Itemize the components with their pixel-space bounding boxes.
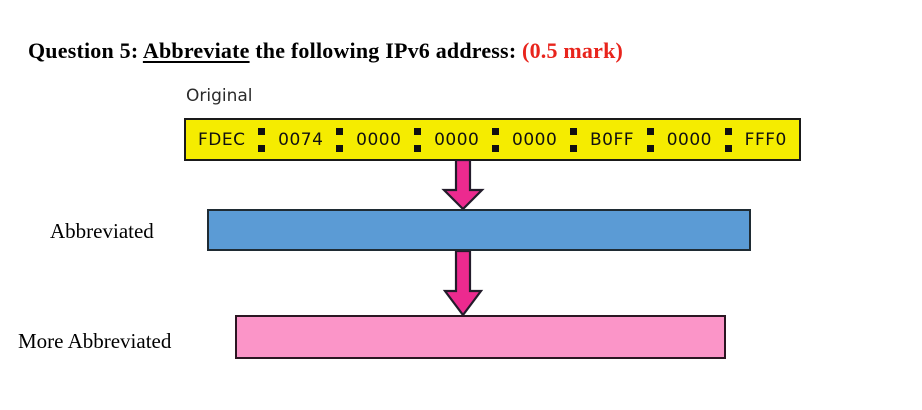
hextet-5: 0000 bbox=[512, 129, 558, 150]
colon-separator-icon bbox=[570, 127, 578, 152]
row-label-abbreviated: Abbreviated bbox=[50, 219, 154, 243]
colon-separator-icon bbox=[492, 127, 500, 152]
colon-separator-icon bbox=[724, 127, 732, 152]
address-bar-abbreviated bbox=[207, 209, 751, 251]
question-emphasis: Abbreviate bbox=[142, 38, 250, 63]
hextet-7: 0000 bbox=[666, 129, 712, 150]
colon-separator-icon bbox=[414, 127, 422, 152]
colon-separator-icon bbox=[646, 127, 654, 152]
hextet-8: FFF0 bbox=[744, 129, 787, 150]
question-prefix: Question 5: bbox=[28, 38, 143, 63]
arrow-original-to-abbreviated-icon bbox=[441, 160, 485, 210]
row-label-original: Original bbox=[186, 86, 253, 106]
question-middle: the following IPv6 address: bbox=[249, 38, 523, 63]
row-label-more-abbreviated: More Abbreviated bbox=[18, 329, 172, 353]
hextet-6: B0FF bbox=[589, 129, 635, 150]
address-bar-more-abbreviated bbox=[235, 315, 726, 359]
question-mark-value: (0.5 mark) bbox=[522, 38, 624, 63]
arrow-abbreviated-to-more-abbreviated-icon bbox=[442, 251, 484, 316]
question-heading: Question 5: Abbreviate the following IPv… bbox=[28, 38, 623, 64]
hextet-2: 0074 bbox=[278, 129, 324, 150]
hextet-3: 0000 bbox=[356, 129, 402, 150]
colon-separator-icon bbox=[336, 127, 344, 152]
hextet-4: 0000 bbox=[434, 129, 480, 150]
address-bar-original: FDEC 0074 0000 0000 0000 B0FF 0000 FFF0 bbox=[184, 118, 801, 161]
colon-separator-icon bbox=[258, 127, 266, 152]
hextet-1: FDEC bbox=[198, 129, 246, 150]
